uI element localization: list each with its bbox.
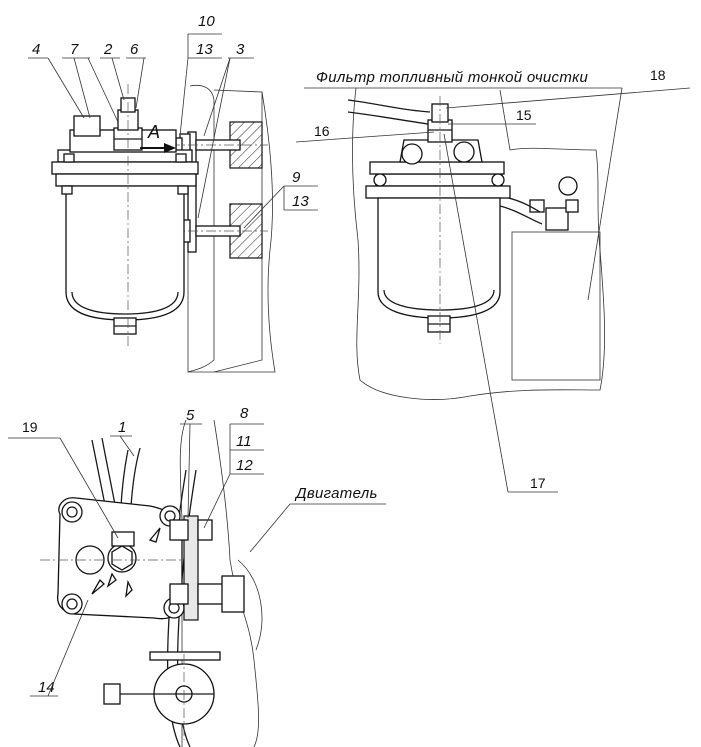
callout-7: 7 xyxy=(70,41,79,58)
fine-filter-caption: Фильтр топливный тонкой очистки xyxy=(316,69,589,86)
callout-19: 19 xyxy=(22,419,38,435)
callout-8: 8 xyxy=(240,405,249,422)
callout-11: 11 xyxy=(236,433,252,450)
fine-filter-view xyxy=(347,87,606,400)
view-a-section xyxy=(40,419,263,747)
callout-12: 12 xyxy=(236,457,253,474)
callout-13-top: 13 xyxy=(196,41,213,58)
callout-18: 18 xyxy=(650,67,666,83)
engine-caption: Двигатель xyxy=(294,485,378,502)
callout-17: 17 xyxy=(530,475,546,491)
callout-4: 4 xyxy=(32,41,40,58)
callout-15: 15 xyxy=(516,107,532,123)
callouts-top-right: Фильтр топливный тонкой очистки 18 15 16… xyxy=(295,67,691,493)
callouts-top-left: 4 7 2 6 10 13 3 9 13 А xyxy=(28,13,318,229)
callout-3: 3 xyxy=(236,41,245,58)
filter-side-view xyxy=(51,84,276,373)
callout-6: 6 xyxy=(130,41,139,58)
view-letter-a: А xyxy=(147,122,160,142)
callouts-bottom: 19 1 5 8 11 12 Двигатель 14 xyxy=(8,405,386,697)
callout-14: 14 xyxy=(38,679,55,696)
callout-5: 5 xyxy=(186,407,195,424)
callout-2: 2 xyxy=(103,41,113,58)
callout-9: 9 xyxy=(292,169,301,186)
callout-1: 1 xyxy=(118,419,126,436)
callout-16: 16 xyxy=(314,123,330,139)
callout-13-mid: 13 xyxy=(292,193,309,210)
callout-10: 10 xyxy=(198,13,215,30)
